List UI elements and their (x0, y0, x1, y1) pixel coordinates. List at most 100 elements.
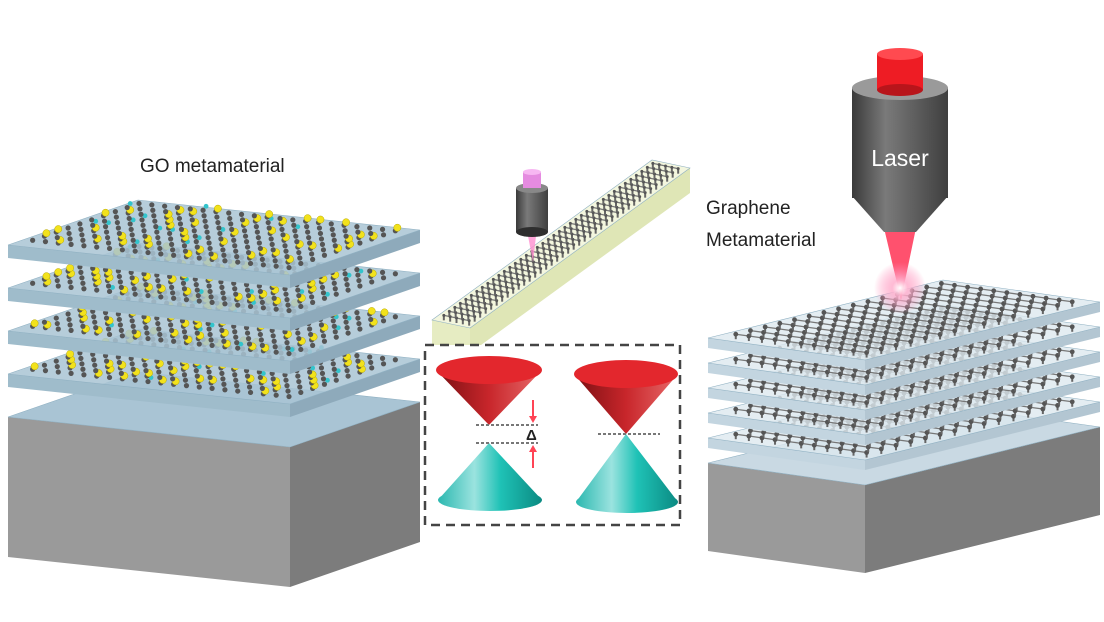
graphene-layer-front (708, 413, 865, 445)
carbon-atom (623, 181, 627, 185)
hydrogen-atom (93, 218, 99, 224)
go-layer-side (290, 316, 420, 374)
carbon-atom (182, 377, 189, 383)
carbon-atom (103, 358, 110, 364)
carbon-atom (513, 261, 517, 265)
carbon-atom (293, 233, 299, 239)
carbon-atom (342, 314, 348, 320)
carbon-atom (145, 335, 151, 342)
carbon-atom (174, 204, 181, 211)
carbon-atom (245, 249, 252, 256)
graphene-waveguide (431, 159, 691, 353)
carbon-atom (233, 334, 239, 340)
carbon-atom (67, 236, 73, 242)
carbon-atom (169, 284, 175, 290)
carbon-atom (142, 233, 148, 239)
carbon-atom (118, 370, 124, 376)
go-metamaterial-label: GO metamaterial (140, 156, 285, 177)
carbon-atom (392, 357, 398, 363)
carbon-atom (259, 299, 265, 305)
carbon-atom (273, 263, 279, 269)
carbon-atom (157, 245, 163, 252)
carbon-atom (344, 368, 350, 374)
carbon-atom (256, 240, 262, 246)
carbon-atom (193, 239, 199, 245)
carbon-atom (113, 214, 119, 220)
hydrogen-atom (299, 289, 305, 294)
go-layer-side (290, 359, 420, 417)
carbon-atom (307, 240, 313, 246)
carbon-atom (247, 389, 254, 396)
carbon-atom (106, 374, 113, 381)
carbon-atom (129, 232, 135, 238)
carbon-atom (228, 221, 234, 227)
carbon-atom (257, 331, 263, 338)
carbon-atom (80, 237, 86, 243)
graphene-layer-side (865, 402, 1100, 470)
carbon-atom (283, 291, 289, 297)
carbon-atom (219, 370, 225, 376)
carbon-atom (92, 319, 98, 325)
carbon-atom (220, 376, 226, 382)
carbon-atom (865, 299, 871, 304)
carbon-atom (241, 228, 248, 234)
graphene-layer-front (708, 338, 865, 370)
carbon-atom (285, 388, 291, 394)
hydrogen-atom (325, 377, 330, 383)
carbon-atom (220, 247, 226, 253)
carbon-atom (41, 362, 48, 368)
carbon-atom (320, 376, 327, 382)
carbon-atom (355, 358, 361, 364)
hydrogen-atom (358, 268, 364, 274)
oxygen-atom (265, 210, 274, 218)
carbon-atom (54, 234, 60, 241)
carbon-atom (235, 259, 241, 265)
carbon-atom (355, 315, 361, 321)
carbon-atom (508, 265, 512, 269)
carbon-atom (321, 381, 328, 387)
carbon-atom (156, 326, 162, 332)
carbon-atom (232, 372, 238, 378)
carbon-atom (244, 287, 251, 293)
carbon-atom (320, 333, 327, 339)
gap-label: Δ (526, 427, 537, 444)
carbon-atom (92, 362, 98, 368)
hydrogen-atom (106, 220, 111, 226)
carbon-atom (268, 236, 274, 242)
carbon-atom (30, 280, 36, 286)
carbon-atom (253, 224, 259, 230)
carbon-atom (143, 368, 149, 374)
carbon-atom (141, 228, 147, 234)
carbon-atom (80, 280, 86, 286)
carbon-atom (286, 393, 292, 400)
carbon-atom (158, 294, 164, 300)
carbon-atom (105, 240, 112, 246)
oxygen-atom (54, 225, 63, 233)
carbon-atom (91, 314, 97, 320)
carbon-atom (1004, 290, 1010, 296)
carbon-atom (234, 254, 240, 260)
carbon-atom (354, 353, 360, 359)
carbon-atom (229, 226, 235, 232)
hydrogen-atom (203, 203, 209, 209)
carbon-atom (101, 218, 108, 224)
carbon-atom (132, 248, 138, 254)
carbon-atom (978, 286, 984, 292)
carbon-atom (226, 210, 232, 216)
carbon-atom (245, 292, 252, 299)
carbon-atom (154, 229, 160, 235)
carbon-atom (519, 257, 523, 261)
carbon-atom (285, 302, 291, 308)
oxygen-atom (66, 264, 74, 272)
carbon-atom (357, 326, 363, 332)
carbon-atom (792, 317, 797, 323)
carbon-atom (183, 297, 190, 303)
carbon-atom (286, 350, 292, 357)
carbon-atom (79, 361, 85, 367)
hydrogen-atom (198, 289, 204, 294)
carbon-atom (952, 282, 957, 288)
carbon-atom (131, 243, 137, 249)
carbon-atom (331, 366, 337, 372)
oxygen-atom (393, 223, 402, 232)
carbon-atom (68, 370, 74, 376)
